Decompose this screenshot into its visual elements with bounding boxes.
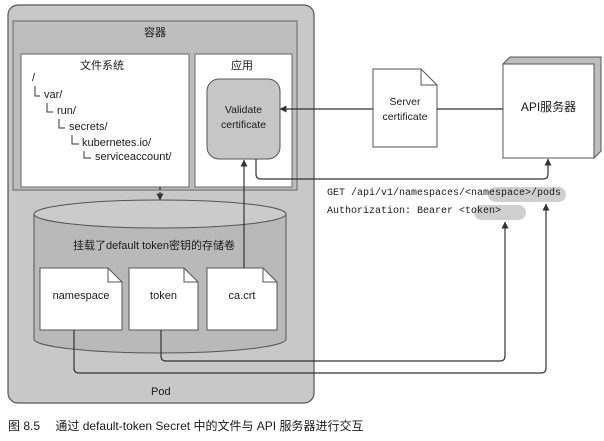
fs-entry-serviceaccount: serviceaccount/ bbox=[95, 151, 172, 163]
caption-text: 通过 default-token Secret 中的文件与 API 服务器进行交… bbox=[55, 419, 364, 433]
app-title: 应用 bbox=[231, 60, 253, 72]
server-certificate-doc bbox=[372, 68, 438, 148]
api-server-box bbox=[502, 56, 602, 159]
file-icons bbox=[39, 267, 278, 331]
request-token-token: <token> bbox=[459, 206, 502, 217]
figure-caption: 图 8.5 通过 default-token Secret 中的文件与 API … bbox=[8, 419, 364, 434]
validate-line-1: Validate bbox=[224, 104, 263, 116]
request-get-suffix: /pods bbox=[531, 188, 562, 199]
directory-tree-lines bbox=[34, 86, 91, 159]
request-auth-prefix: Authorization: Bearer bbox=[327, 206, 460, 217]
request-get-line: GET /api/v1/namespaces/<namespace>/pods bbox=[327, 188, 561, 200]
validate-line-2: certificate bbox=[221, 119, 266, 131]
api-server-label: API服务器 bbox=[520, 100, 577, 114]
namespace-highlight bbox=[488, 187, 566, 202]
pod-label: Pod bbox=[151, 386, 171, 398]
server-certificate-line-2: certificate bbox=[382, 111, 428, 123]
container-label: 容器 bbox=[144, 27, 166, 39]
fs-entry-var: var/ bbox=[44, 89, 63, 101]
file-token-label: token bbox=[150, 290, 177, 302]
fs-entry-kubernetes-io: kubernetes.io/ bbox=[82, 137, 152, 149]
filesystem-title: 文件系统 bbox=[80, 60, 124, 72]
validate-certificate-box bbox=[206, 78, 281, 160]
request-get-prefix: GET /api/v1/namespaces/ bbox=[327, 188, 466, 199]
caption-figure-number: 图 8.5 bbox=[8, 419, 41, 433]
fs-entry-secrets: secrets/ bbox=[69, 121, 108, 133]
fs-entry-run: run/ bbox=[57, 105, 76, 117]
file-ca-crt-label: ca.crt bbox=[228, 290, 256, 302]
file-namespace-label: namespace bbox=[52, 290, 110, 302]
filesystem-panel bbox=[20, 53, 190, 188]
arrows bbox=[73, 105, 552, 374]
request-namespace-token: <namespace> bbox=[465, 188, 532, 199]
volume-title: 挂载了default token密钥的存储卷 bbox=[73, 240, 235, 252]
server-certificate-line-1: Server bbox=[389, 96, 421, 108]
request-auth-line: Authorization: Bearer <token> bbox=[327, 206, 501, 218]
fs-entry-root: / bbox=[32, 72, 36, 84]
token-highlight bbox=[474, 205, 526, 220]
